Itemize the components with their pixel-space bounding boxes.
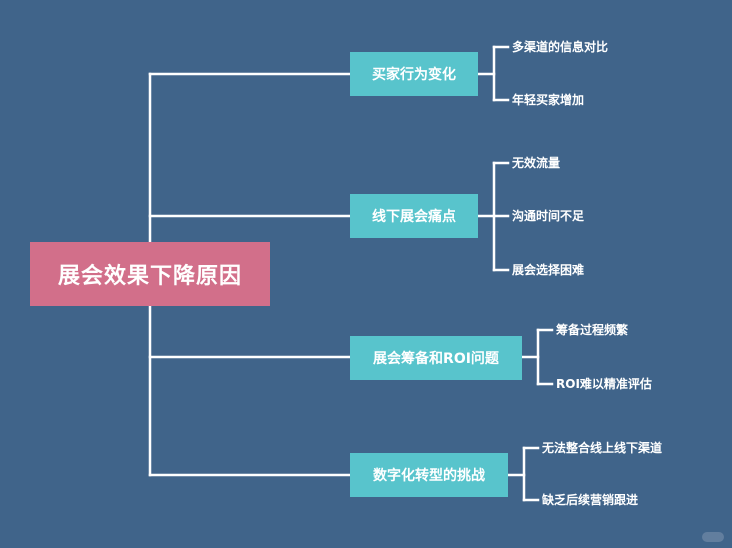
watermark-badge (702, 532, 724, 542)
leaf-node: 无法整合线上线下渠道 (542, 441, 663, 455)
leaf-node: 展会选择困难 (512, 263, 585, 277)
branch-node-digital-challenges: 数字化转型的挑战 (350, 453, 508, 497)
root-label: 展会效果下降原因 (57, 264, 242, 289)
branch-node-buyer-behavior: 买家行为变化 (350, 52, 478, 96)
leaf-node: ROI难以精准评估 (556, 377, 652, 391)
leaf-node: 无效流量 (512, 156, 561, 170)
leaf-node: 沟通时间不足 (512, 209, 585, 223)
branch-label: 线下展会痛点 (372, 209, 456, 225)
root-node: 展会效果下降原因 (30, 242, 270, 306)
branch-label: 展会筹备和ROI问题 (373, 351, 499, 367)
branch-node-roi-issues: 展会筹备和ROI问题 (350, 336, 522, 380)
leaf-node: 多渠道的信息对比 (512, 40, 609, 54)
branch-label: 买家行为变化 (372, 67, 456, 83)
branch-label: 数字化转型的挑战 (373, 468, 485, 484)
leaf-node: 年轻买家增加 (512, 93, 585, 107)
leaf-node: 缺乏后续营销跟进 (542, 493, 639, 507)
leaf-node: 筹备过程频繁 (556, 323, 629, 337)
branch-node-offline-pain-points: 线下展会痛点 (350, 194, 478, 238)
